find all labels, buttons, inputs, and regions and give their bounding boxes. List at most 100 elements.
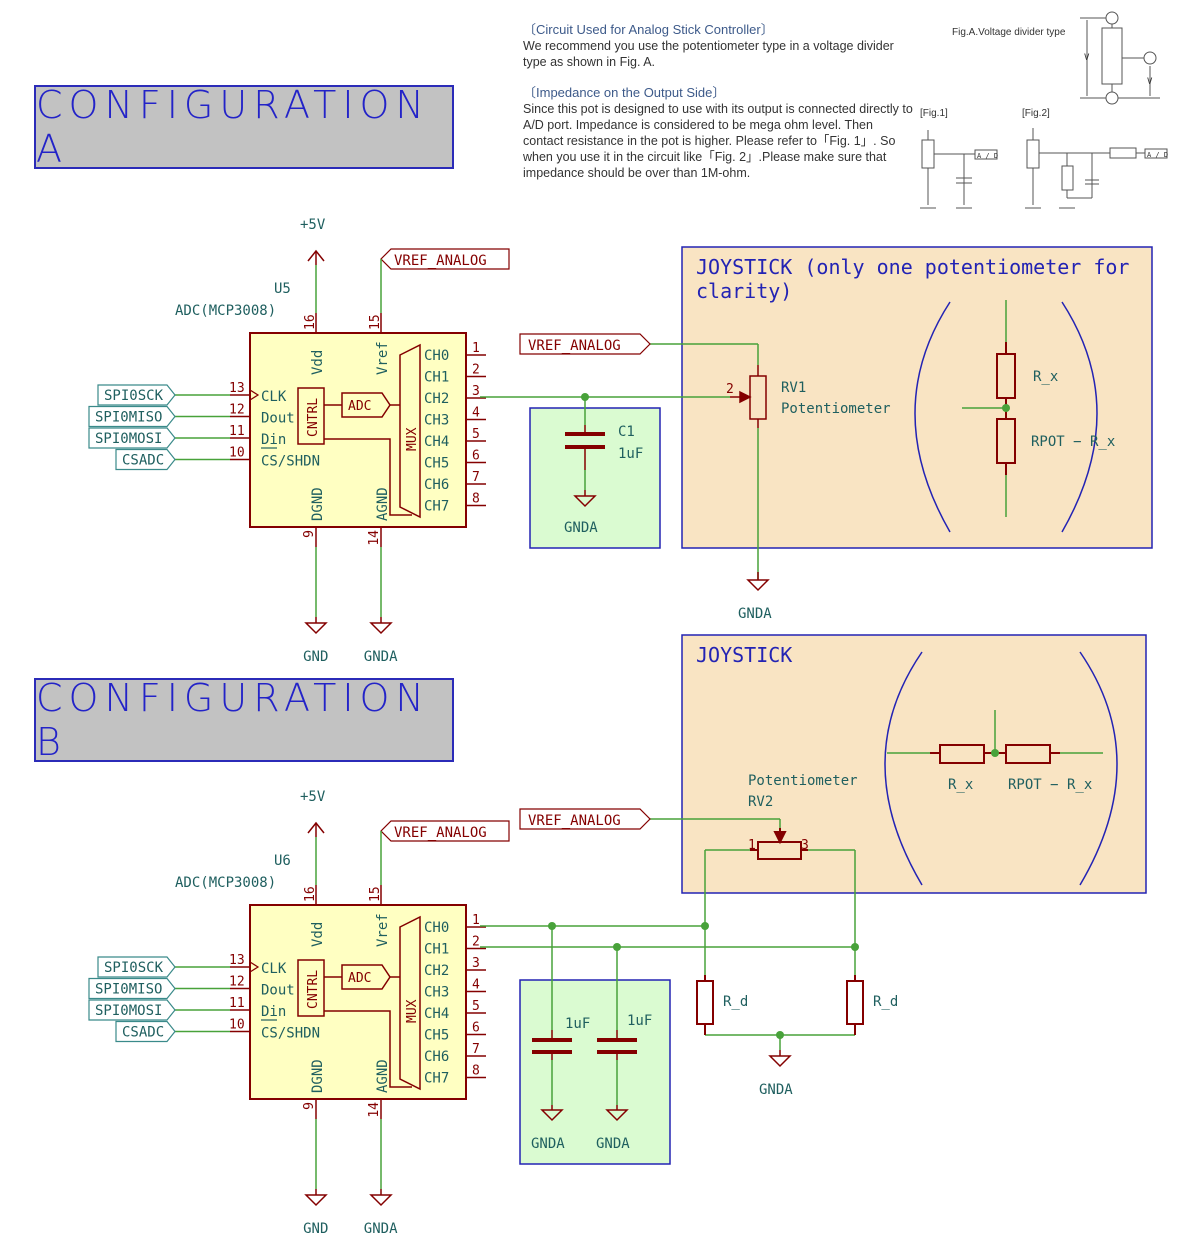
pin-number: 11: [229, 424, 245, 439]
pin-name-vdd: Vdd: [310, 350, 326, 375]
pin-name-ch7: CH7: [424, 499, 449, 515]
pin-number: 8: [472, 492, 480, 507]
pin-number: 10: [229, 446, 245, 461]
rv2-pin3: 3: [801, 838, 809, 853]
pin-name-ch2: CH2: [424, 963, 449, 979]
pin-number: 14: [367, 530, 382, 546]
vref-analog-label-b2: VREF_ANALOG: [519, 808, 651, 830]
rv1-gnd-symbol: [746, 572, 770, 592]
cntrl-label: CNTRL: [306, 398, 321, 437]
pin-number: 8: [472, 1064, 480, 1079]
net-label-spi0sck: [97, 384, 176, 406]
pin-name-ch0: CH0: [424, 920, 449, 936]
chip-part: ADC(MCP3008): [175, 303, 276, 319]
cap-b1-value: 1uF: [565, 1016, 590, 1032]
adc-label: ADC: [348, 399, 371, 414]
clock-marker-icon: [249, 389, 260, 401]
pin-name-ch4: CH4: [424, 434, 449, 450]
pin-name-ch2: CH2: [424, 391, 449, 407]
rv1-gnd-label: GNDA: [738, 606, 772, 622]
pin-name-ch4: CH4: [424, 1006, 449, 1022]
cap-b2-value: 1uF: [627, 1013, 652, 1029]
rpot-label: RPOT − R_x: [1031, 434, 1115, 450]
config-a-title: CONFIGURATION A: [34, 83, 454, 171]
pin-name-ch1: CH1: [424, 370, 449, 386]
chip-body: [249, 332, 467, 528]
pin-number: 15: [368, 314, 383, 330]
figure-2: [Fig.2] A / D: [1022, 108, 1168, 209]
pin-number: 9: [302, 1102, 317, 1110]
net-label-text: SPI0SCK: [104, 960, 164, 976]
pin-number: 14: [367, 1102, 382, 1118]
pin-name-ch6: CH6: [424, 477, 449, 493]
ground-symbol-icon: [369, 1194, 393, 1207]
potentiometer-rv2: [750, 828, 808, 860]
pin-number: 5: [472, 999, 480, 1014]
net-label-spi0mosi: [88, 999, 176, 1021]
power-label: +5V: [300, 217, 326, 233]
chip-part: ADC(MCP3008): [175, 875, 276, 891]
pin-number: 9: [302, 530, 317, 538]
pin-name-cs-shdn: CS/SHDN: [261, 1026, 320, 1042]
pin-number: 11: [229, 996, 245, 1011]
ground-symbol-icon: [304, 622, 328, 635]
pin-number: 1: [472, 913, 480, 928]
mux-label: MUX: [405, 427, 420, 451]
capacitor-group-b: [519, 979, 671, 1165]
pin-name-ch3: CH3: [424, 985, 449, 1001]
joystick-b-title: JOYSTICK: [696, 643, 792, 667]
pin-name-ch5: CH5: [424, 456, 449, 472]
vref-analog-label: [380, 248, 510, 270]
joystick-a-title-line2: clarity): [696, 279, 792, 303]
chip-ref: U6: [274, 853, 291, 869]
rv1-pin2: 2: [726, 382, 734, 397]
rv1-ref: RV1: [781, 380, 806, 396]
pin-name-ch1: CH1: [424, 942, 449, 958]
net-label-spi0mosi: [88, 427, 176, 449]
pin-number: 12: [229, 975, 245, 990]
capacitor-c1: [565, 425, 605, 508]
mux-block: [399, 343, 421, 519]
capacitor-group-a: [529, 407, 661, 549]
net-label-text: SPI0MISO: [95, 410, 162, 426]
adc-block: [341, 964, 391, 990]
cntrl-block: [297, 387, 325, 445]
ch2-wire: [480, 343, 759, 580]
pin-number: 7: [472, 470, 480, 485]
adc-block: [341, 392, 391, 418]
right-bracket: [1061, 301, 1098, 533]
pin-number: 12: [229, 403, 245, 418]
pin-number: 16: [303, 886, 318, 902]
net-label-spi0miso: [88, 977, 176, 1000]
potentiometer-rv1: [730, 365, 767, 428]
pin-name-din: Din: [261, 1004, 286, 1020]
fig-a-title: Fig.A.Voltage divider type: [952, 27, 1066, 38]
capacitor-b1: [532, 1030, 572, 1122]
ground-label: GNDA: [364, 1221, 398, 1237]
pin-name-ch3: CH3: [424, 413, 449, 429]
cap-b1-gnd: GNDA: [531, 1136, 565, 1152]
resistor-rd-1: [696, 975, 714, 1035]
vref-analog-text: VREF_ANALOG: [528, 338, 621, 354]
pin-number: 3: [472, 384, 480, 399]
fig-2-title: [Fig.2]: [1022, 108, 1050, 119]
net-label-text: SPI0MISO: [95, 982, 162, 998]
net-label-csadc: [115, 1020, 176, 1043]
rv2-value: Potentiometer: [748, 773, 858, 789]
resistor-rd-2: [846, 975, 864, 1035]
note-text-1: We recommend you use the potentiometer t…: [523, 39, 894, 69]
pin-number: 16: [303, 314, 318, 330]
joystick-box-a: [681, 246, 1153, 549]
pin-number: 2: [472, 935, 480, 950]
pin-number: 13: [229, 381, 245, 396]
fig-1-ad-label: A / D: [977, 152, 998, 160]
vref-analog-text: VREF_ANALOG: [394, 253, 487, 269]
cap-b2-gnd: GNDA: [596, 1136, 630, 1152]
mux-label: MUX: [405, 999, 420, 1023]
pin-name-vref: Vref: [375, 913, 391, 947]
pin-number: 2: [472, 363, 480, 378]
joystick-box-b: [681, 634, 1147, 894]
rd-gnd-symbol: [768, 1050, 792, 1068]
clock-marker-icon: [249, 961, 260, 973]
net-label-text: SPI0MOSI: [95, 431, 162, 447]
